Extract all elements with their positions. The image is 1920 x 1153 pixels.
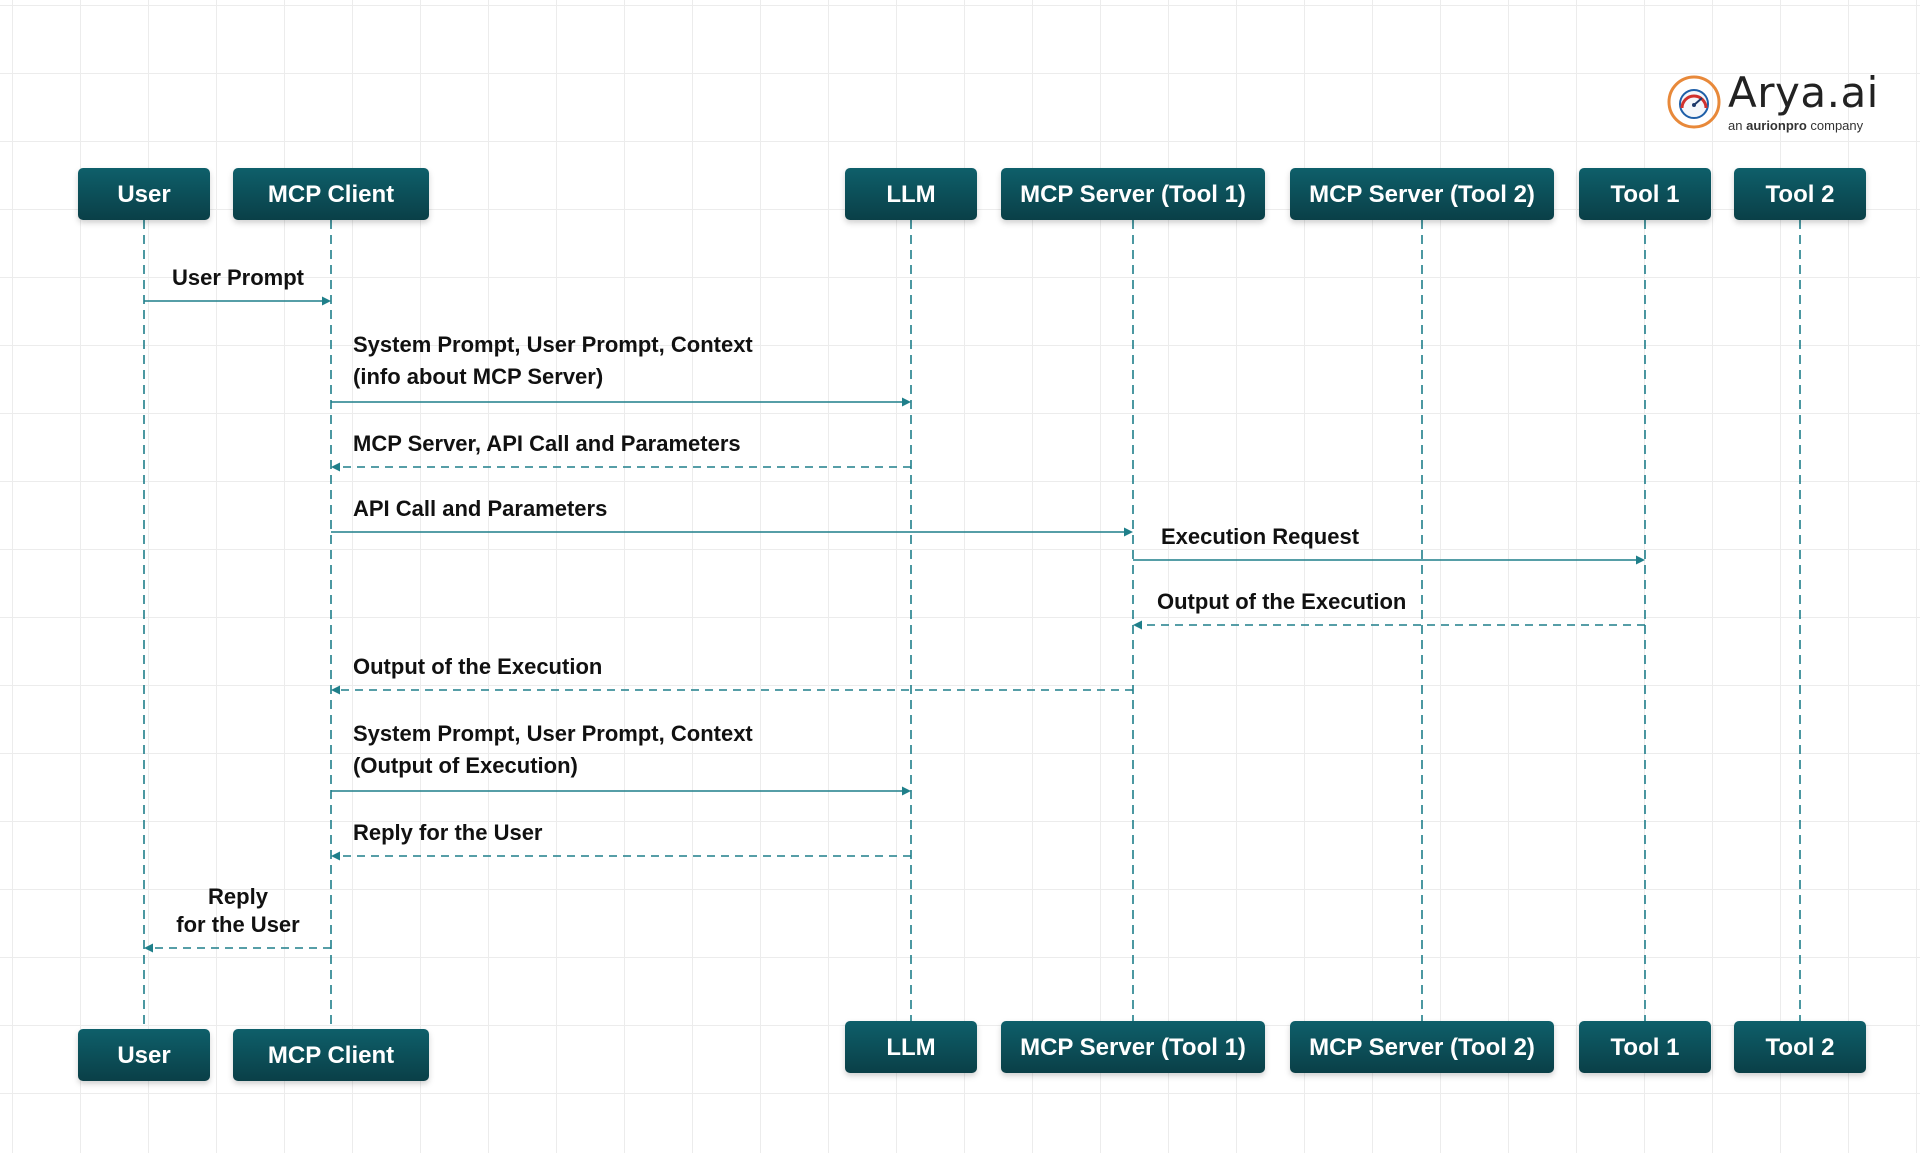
message-label: (Output of Execution) <box>353 753 578 778</box>
participant-label: MCP Server (Tool 2) <box>1309 181 1535 208</box>
participant-label: MCP Server (Tool 2) <box>1309 1034 1535 1061</box>
participant-mcp-server-1-top: MCP Server (Tool 1) <box>1001 168 1265 220</box>
participants-bottom: User MCP Client LLM MCP Server (Tool 1) MCP … <box>78 1021 1866 1081</box>
participant-label: MCP Client <box>268 1042 394 1069</box>
arya-gauge-logo-icon <box>1667 75 1721 129</box>
message-2: System Prompt, User Prompt, Context (info… <box>331 332 911 407</box>
participant-box <box>1290 1021 1554 1073</box>
message-5: Execution Request <box>1133 524 1645 565</box>
participant-label: MCP Server (Tool 1) <box>1020 1034 1246 1061</box>
participant-label: Tool 1 <box>1611 181 1680 208</box>
participant-mcp-client-bottom: MCP Client <box>233 1029 429 1081</box>
message-9: Reply for the User <box>331 820 911 861</box>
brand-tagline-brand: aurionpro <box>1746 118 1807 133</box>
participant-box <box>78 1029 210 1081</box>
message-3: MCP Server, API Call and Parameters <box>331 431 911 472</box>
participant-user-top: User <box>78 168 210 220</box>
participant-tool-1-bottom: Tool 1 <box>1579 1021 1711 1073</box>
message-4: API Call and Parameters <box>331 496 1133 537</box>
brand-name: Arya.ai <box>1728 68 1879 117</box>
participant-box <box>1734 168 1866 220</box>
participant-label: MCP Client <box>268 181 394 208</box>
participant-label: LLM <box>886 181 935 208</box>
arrowhead-icon <box>1133 620 1142 630</box>
participant-label: User <box>117 181 170 208</box>
message-label: for the User <box>176 912 300 937</box>
participants-top: User MCP Client LLM MCP Server (Tool 1) MCP … <box>78 168 1866 220</box>
message-label: Reply for the User <box>353 820 543 845</box>
participant-box <box>233 1029 429 1081</box>
participant-label: Tool 1 <box>1611 1034 1680 1061</box>
message-label: System Prompt, User Prompt, Context <box>353 721 753 746</box>
participant-box <box>1579 1021 1711 1073</box>
participant-tool-1-top: Tool 1 <box>1579 168 1711 220</box>
participant-box <box>1001 1021 1265 1073</box>
participant-label: Tool 2 <box>1766 181 1835 208</box>
message-label: System Prompt, User Prompt, Context <box>353 332 753 357</box>
message-label: MCP Server, API Call and Parameters <box>353 431 741 456</box>
participant-user-bottom: User <box>78 1029 210 1081</box>
arrowhead-icon <box>144 943 153 953</box>
arrowhead-icon <box>902 786 911 796</box>
message-7: Output of the Execution <box>331 654 1133 695</box>
brand-tagline-suffix: company <box>1810 118 1864 133</box>
lifelines <box>143 220 1801 1029</box>
message-1: User Prompt <box>144 265 331 306</box>
message-label: User Prompt <box>172 265 305 290</box>
participant-box <box>1001 168 1265 220</box>
participant-mcp-client-top: MCP Client <box>233 168 429 220</box>
arrowhead-icon <box>1124 527 1133 537</box>
participant-box <box>233 168 429 220</box>
message-label: Output of the Execution <box>1157 589 1406 614</box>
message-label: (info about MCP Server) <box>353 364 603 389</box>
brand-logo: Arya.ai an aurionpro company <box>1666 68 1878 138</box>
participant-mcp-server-2-top: MCP Server (Tool 2) <box>1290 168 1554 220</box>
participant-label: MCP Server (Tool 1) <box>1020 181 1246 208</box>
participant-tool-2-bottom: Tool 2 <box>1734 1021 1866 1073</box>
participant-mcp-server-2-bottom: MCP Server (Tool 2) <box>1290 1021 1554 1073</box>
participant-box <box>845 168 977 220</box>
message-label: Output of the Execution <box>353 654 602 679</box>
message-10: Reply for the User <box>144 884 331 953</box>
arrowhead-icon <box>331 462 340 472</box>
brand-tagline: an aurionpro company <box>1728 118 1863 133</box>
participant-label: User <box>117 1042 170 1069</box>
participant-box <box>1734 1021 1866 1073</box>
brand-tagline-prefix: an <box>1728 118 1743 133</box>
participant-box <box>845 1021 977 1073</box>
participant-llm-bottom: LLM <box>845 1021 977 1073</box>
message-6: Output of the Execution <box>1133 589 1645 630</box>
participant-box <box>1579 168 1711 220</box>
message-label: Execution Request <box>1161 524 1360 549</box>
participant-mcp-server-1-bottom: MCP Server (Tool 1) <box>1001 1021 1265 1073</box>
message-label: Reply <box>208 884 269 909</box>
arrowhead-icon <box>322 296 331 306</box>
arrowhead-icon <box>331 851 340 861</box>
participant-box <box>78 168 210 220</box>
participant-llm-top: LLM <box>845 168 977 220</box>
message-label: API Call and Parameters <box>353 496 607 521</box>
participant-label: LLM <box>886 1034 935 1061</box>
arrowhead-icon <box>1636 555 1645 565</box>
message-8: System Prompt, User Prompt, Context (Outp… <box>331 721 911 796</box>
arrowhead-icon <box>331 685 340 695</box>
participant-box <box>1290 168 1554 220</box>
participant-label: Tool 2 <box>1766 1034 1835 1061</box>
arrowhead-icon <box>902 397 911 407</box>
participant-tool-2-top: Tool 2 <box>1734 168 1866 220</box>
